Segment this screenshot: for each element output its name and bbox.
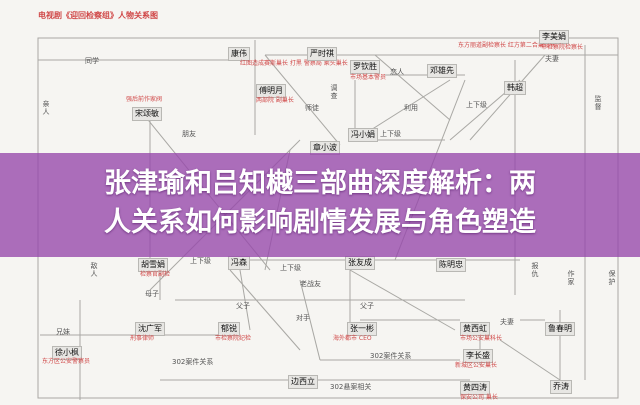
relation-label: 恋人 [390, 68, 404, 76]
role-kang-wei: 红图造成赛斯巢长 打黑 警察局 乘头巢长 [240, 60, 348, 67]
person-box-li-changsheng: 李长盛 [463, 349, 493, 363]
person-box-fu-mingyue: 傅明月 [256, 84, 286, 98]
person-box-bianxi-li: 边西立 [288, 375, 318, 389]
role-huang-sitao: 保安公司 巢长 [460, 394, 498, 401]
relation-label-vertical: 监督 [594, 95, 602, 111]
relation-label-vertical: 保护 [608, 270, 616, 286]
relation-label: 夫妻 [500, 318, 514, 326]
person-box-lu-chunming: 鲁春明 [545, 322, 575, 336]
person-box-feng-xiaoying: 冯小娟 [348, 128, 378, 142]
person-box-feng-sen: 冯森 [228, 256, 250, 270]
person-box-luo-qinsheng: 罗钦胜 [350, 60, 380, 74]
diagram-title: 电视剧《迎回检察组》人物关系图 [38, 11, 158, 20]
relation-label: 父子 [360, 302, 374, 310]
relation-label-vertical: 敌人 [90, 262, 98, 278]
person-box-hu-yunjie: 胡雪娟 [138, 258, 168, 272]
role-huang-xixi: 市场公安巢科长 [460, 335, 503, 342]
person-box-zhang-youcheng: 张友成 [345, 256, 375, 270]
role-zhang-yibian: 海外都市 CEO [333, 335, 372, 342]
role-song-zhimin: 强后前作家阀 [126, 96, 163, 103]
role-deng-meiting: 东方丽道副检察长 红方第二合巢场长 [458, 42, 556, 49]
relation-label: 老战友 [300, 280, 321, 288]
person-box-qiao-tao: 乔涛 [550, 380, 572, 394]
relation-label: 母子 [145, 290, 159, 298]
person-box-xu-xiaofeng: 徐小枫 [52, 346, 82, 360]
relation-label: 302案件关系 [172, 358, 214, 366]
role-li-meiyu: 市检察院检察长 [541, 44, 584, 51]
role-fu-mingyue: 两部院 副巢长 [256, 97, 294, 104]
headline-line-2: 人关系如何影响剧情发展与角色塑造 [104, 207, 536, 238]
relation-label-vertical: 调查 [330, 84, 338, 100]
relation-label: 兄妹 [56, 328, 70, 336]
headline: 张津瑜和吕知樾三部曲深度解析：两 人关系如何影响剧情发展与角色塑造 [0, 164, 640, 242]
relation-label: 朋友 [182, 130, 196, 138]
relation-label: 对手 [296, 314, 310, 322]
person-box-kang-wei: 康伟 [228, 47, 250, 61]
person-box-huang-sitao: 黄四涛 [460, 381, 490, 395]
relation-label: 同学 [85, 57, 99, 65]
role-li-changsheng: 新城区公安巢长 [455, 362, 498, 369]
relation-label: 上下级 [380, 130, 401, 138]
relation-label-vertical: 亲人 [42, 100, 50, 116]
person-box-han-zheng: 韩超 [504, 81, 526, 95]
relation-label: 师徒 [305, 104, 319, 112]
role-xu-xiaofeng: 东方区公安警察员 [42, 358, 91, 365]
role-luo-qinsheng: 市场基本警员 [350, 74, 387, 81]
person-box-huang-xixi: 黄西虹 [460, 322, 490, 336]
headline-banner [0, 153, 640, 257]
role-gu-rui: 市检察院纪检 [215, 335, 252, 342]
person-box-chen-mingxin: 陈明忠 [436, 258, 466, 272]
person-box-zhang-yibian: 张一彬 [347, 322, 377, 336]
relation-label: 302案件关系 [370, 352, 412, 360]
relation-label: 夫妻 [545, 55, 559, 63]
person-box-gu-rui: 郁锐 [218, 322, 240, 336]
role-hu-yunjie: 检察官副检 [140, 271, 171, 278]
relation-label: 上下级 [280, 264, 301, 272]
relation-label-vertical: 报仇 [531, 262, 539, 278]
relation-label: 父子 [236, 302, 250, 310]
person-box-li-meiyu: 李美娟 [539, 30, 569, 44]
relation-label: 上下级 [190, 257, 211, 265]
relation-label: 利用 [404, 104, 418, 112]
role-shen-guangjun: 刑事律师 [130, 335, 155, 342]
person-box-song-zhimin: 宋颂敏 [132, 107, 162, 121]
headline-line-1: 张津瑜和吕知樾三部曲深度解析：两 [104, 168, 536, 199]
relation-label-vertical: 作家 [567, 270, 575, 286]
relation-label: 302悬案相关 [330, 383, 372, 391]
relation-label: 上下级 [466, 101, 487, 109]
person-box-yan-shiqi: 严时祺 [307, 47, 337, 61]
person-box-shen-guangjun: 沈广军 [135, 322, 165, 336]
person-box-deng-meiting: 邓雄先 [427, 64, 457, 78]
